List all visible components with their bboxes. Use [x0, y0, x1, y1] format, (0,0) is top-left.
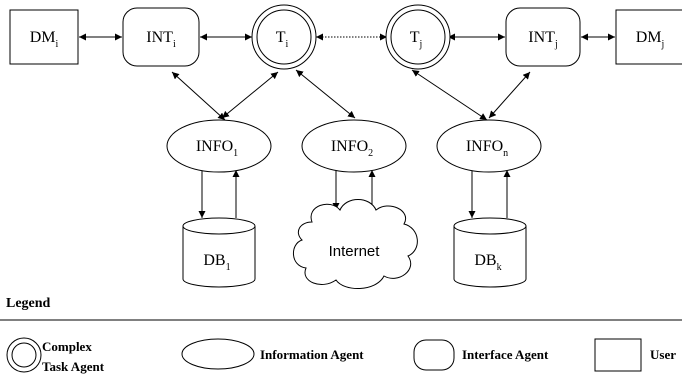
legend-user: User — [594, 338, 676, 372]
legend-user-label: User — [650, 347, 676, 362]
internet-label: Internet — [329, 243, 381, 260]
square-icon — [594, 338, 642, 372]
legend-complex-line2: Task Agent — [42, 359, 105, 374]
node-label: INFO1 — [196, 138, 238, 159]
node-label: DB1 — [203, 252, 230, 273]
node-label: DBk — [474, 252, 501, 273]
arrow-ti-info1 — [221, 71, 279, 119]
information-agent-info-n: INFOn — [436, 119, 542, 173]
node-label: Tj — [410, 29, 423, 50]
interface-agent-int-j: INTj — [505, 7, 581, 67]
database-db-k: DBk — [453, 217, 527, 288]
legend-information-agent: Information Agent — [181, 338, 364, 370]
node-label: Ti — [276, 29, 289, 50]
legend-complex-task-agent: Complex Task Agent — [6, 337, 105, 374]
legend-title: Legend — [6, 296, 51, 311]
node-label: DMj — [636, 29, 665, 50]
arrow-tj-infon — [411, 69, 488, 121]
complex-task-agent-t-i: Ti — [251, 4, 317, 70]
cloud-icon — [293, 199, 418, 290]
node-label: INFO2 — [331, 138, 373, 159]
ellipse-icon — [181, 338, 255, 370]
legend: Legend Complex Task Agent Information Ag… — [0, 296, 682, 374]
information-agent-info-1: INFO1 — [166, 119, 272, 173]
legend-interface-label: Interface Agent — [462, 347, 549, 362]
node-label: INFOn — [466, 138, 508, 159]
information-agent-info-2: INFO2 — [301, 119, 407, 173]
legend-information-label: Information Agent — [260, 347, 364, 362]
rounded-rect-icon — [413, 339, 455, 371]
arrow-inti-info1 — [171, 71, 226, 121]
internet-cloud: Internet — [293, 199, 418, 290]
arrow-ti-info2 — [295, 69, 356, 119]
interface-agent-int-i: INTi — [122, 7, 200, 67]
node-label: INTj — [528, 29, 557, 50]
legend-complex-line1: Complex — [42, 339, 92, 354]
user-node-dm-i: DMi — [9, 9, 79, 65]
arrow-intj-infon — [488, 71, 531, 119]
connections — [79, 33, 615, 218]
node-label: INTi — [146, 29, 176, 50]
complex-task-agent-t-j: Tj — [385, 4, 451, 70]
legend-interface-agent: Interface Agent — [413, 339, 549, 371]
user-node-dm-j: DMj — [615, 9, 682, 65]
database-db-1: DB1 — [182, 217, 256, 288]
node-label: DMi — [30, 29, 59, 50]
